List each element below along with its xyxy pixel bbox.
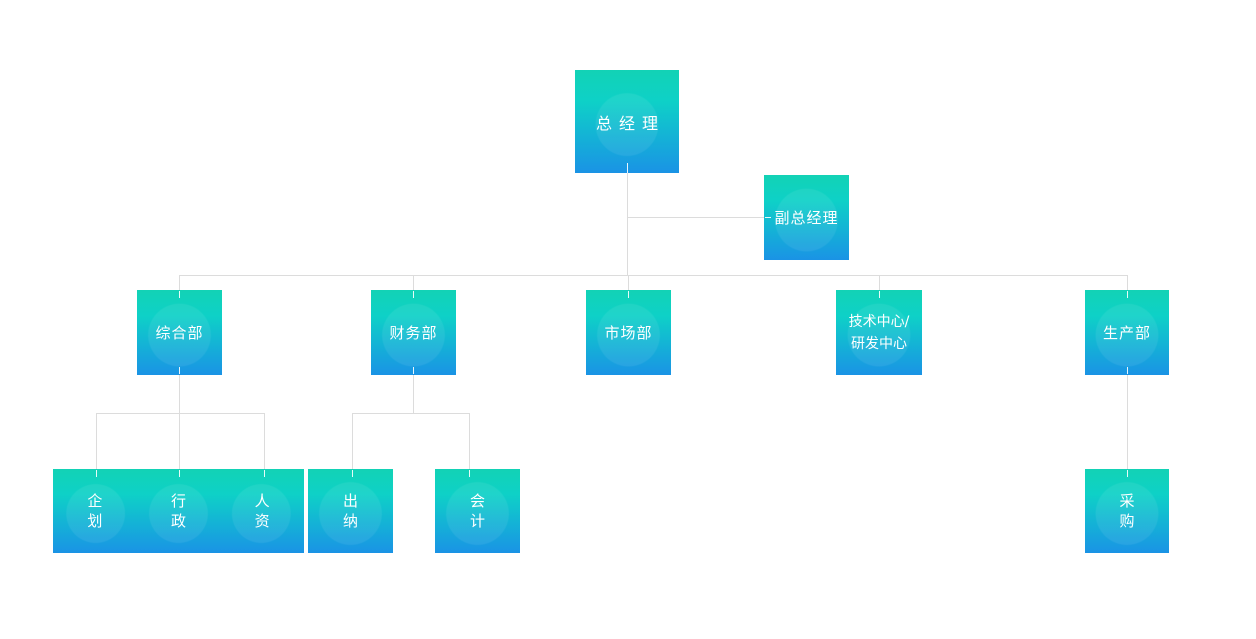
tick-cashier-top bbox=[352, 470, 353, 477]
tick-human-resources-top bbox=[264, 470, 265, 477]
tick-general-affairs-bottom bbox=[179, 367, 180, 374]
connector-drop-administration bbox=[179, 414, 180, 469]
connector-drop-general-affairs bbox=[179, 276, 180, 290]
node-marketing-dept: 市场部 bbox=[586, 290, 671, 375]
node-finance-dept-label: 财务部 bbox=[389, 324, 438, 342]
tick-planning-top bbox=[96, 470, 97, 477]
node-planning-label: 企划 bbox=[87, 492, 103, 530]
node-accountant: 会计 bbox=[435, 469, 520, 553]
node-general-affairs-children: 企划 行政 人资 bbox=[53, 469, 304, 553]
connector-drop-accountant bbox=[469, 414, 470, 469]
connector-general-affairs-stem bbox=[179, 375, 180, 413]
connector-drop-human-resources bbox=[264, 414, 265, 469]
connector-drop-production bbox=[1127, 276, 1128, 290]
node-tech-rd-center-line2: 研发中心 bbox=[851, 335, 907, 352]
node-finance-dept: 财务部 bbox=[371, 290, 456, 375]
node-general-affairs-dept-label: 综合部 bbox=[155, 324, 204, 342]
tick-purchasing-top bbox=[1127, 470, 1128, 477]
tick-production-bottom bbox=[1127, 367, 1128, 374]
tick-general-affairs-top bbox=[179, 291, 180, 298]
connector-finance-stem bbox=[413, 375, 414, 413]
tick-finance-top bbox=[413, 291, 414, 298]
node-general-manager: 总经理 bbox=[575, 70, 679, 173]
node-production-dept: 生产部 bbox=[1085, 290, 1169, 375]
connector-drop-tech-rd bbox=[879, 276, 880, 290]
node-administration-label: 行政 bbox=[170, 492, 186, 530]
tick-tech-rd-top bbox=[879, 291, 880, 298]
connector-general-affairs-bus bbox=[96, 413, 265, 414]
connector-gm-trunk bbox=[627, 173, 628, 275]
connector-drop-cashier bbox=[352, 414, 353, 469]
node-production-dept-label: 生产部 bbox=[1102, 324, 1151, 342]
tick-production-top bbox=[1127, 291, 1128, 298]
tick-finance-bottom bbox=[413, 367, 414, 374]
node-human-resources-label: 人资 bbox=[254, 492, 270, 530]
node-deputy-general-manager: 副总经理 bbox=[764, 175, 849, 260]
connector-level2-bus bbox=[179, 275, 1128, 276]
node-general-manager-label: 总经理 bbox=[595, 113, 665, 133]
node-tech-rd-center: 技术中心/ 研发中心 bbox=[836, 290, 922, 375]
connector-drop-finance bbox=[413, 276, 414, 290]
tick-marketing-top bbox=[628, 291, 629, 298]
node-purchasing-label: 采购 bbox=[1119, 492, 1135, 530]
node-purchasing: 采购 bbox=[1085, 469, 1169, 553]
node-cashier-label: 出纳 bbox=[342, 492, 358, 530]
node-general-affairs-dept: 综合部 bbox=[137, 290, 222, 375]
node-accountant-label: 会计 bbox=[469, 492, 485, 530]
node-marketing-dept-label: 市场部 bbox=[604, 324, 653, 342]
tick-gm-bottom bbox=[627, 163, 628, 173]
tick-administration-top bbox=[179, 470, 180, 477]
node-deputy-general-manager-label: 副总经理 bbox=[774, 209, 839, 227]
node-tech-rd-center-line1: 技术中心/ bbox=[848, 313, 910, 330]
connector-production-stem bbox=[1127, 375, 1128, 469]
connector-drop-planning bbox=[96, 414, 97, 469]
connector-drop-marketing bbox=[628, 276, 629, 290]
connector-finance-bus bbox=[352, 413, 470, 414]
node-cashier: 出纳 bbox=[308, 469, 393, 553]
node-tech-rd-center-label: 技术中心/ 研发中心 bbox=[849, 311, 910, 355]
tick-accountant-top bbox=[469, 470, 470, 477]
connector-gm-deputy-branch bbox=[628, 217, 764, 218]
tick-deputy-left bbox=[765, 217, 771, 218]
